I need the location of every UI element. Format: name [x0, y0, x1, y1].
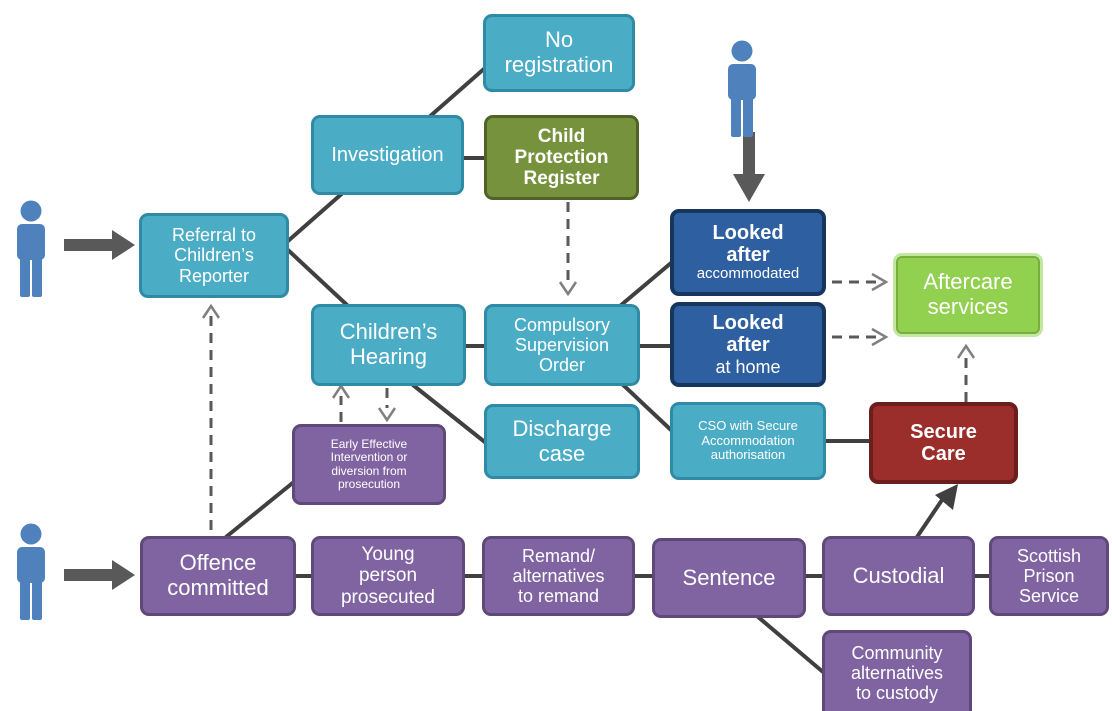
referral-to-childrens-reporter-box: Referral to Children’s Reporter — [139, 213, 289, 298]
aftercare-line-2: services — [927, 294, 1009, 319]
looked-after-sub: accommodated — [696, 265, 800, 283]
looked-after-home-sub: at home — [715, 356, 781, 377]
prosecuted-line-2: person — [358, 565, 418, 587]
referral-line-2: Children’s — [174, 245, 254, 266]
secure-care-arrowhead — [935, 484, 958, 510]
looked-after-title-1: Looked — [712, 221, 784, 244]
person-icon — [728, 40, 756, 137]
scottish-prison-service-box: Scottish Prison Service — [989, 536, 1109, 616]
remand-line-2: alternatives — [512, 565, 605, 586]
cpr-line-1: Child — [537, 125, 586, 147]
cso-line-2: Supervision — [514, 334, 610, 355]
eei-line-4: prosecution — [337, 476, 401, 491]
community-line-3: to custody — [855, 683, 939, 704]
dashed-arrowheads — [201, 272, 976, 423]
sentence-box: Sentence — [652, 538, 806, 618]
looked-after-accommodated-box: Looked after accommodated — [670, 209, 826, 296]
cso-secure-line-1: CSO with Secure — [698, 418, 798, 434]
eei-line-3: diversion from — [331, 463, 407, 478]
investigation-label: Investigation — [331, 143, 444, 166]
referral-line-3: Reporter — [178, 265, 250, 286]
aftercare-line-1: Aftercare — [923, 269, 1013, 295]
no-registration-line-2: registration — [504, 52, 614, 77]
aftercare-services-box: Aftercare services — [893, 253, 1043, 337]
block-arrows — [64, 132, 765, 590]
no-registration-line-1: No — [544, 27, 574, 53]
person-icon — [17, 200, 45, 297]
cpr-line-2: Protection — [514, 146, 609, 168]
referral-line-1: Referral to — [171, 225, 257, 246]
early-effective-intervention-box: Early Effective Intervention or diversio… — [292, 424, 446, 505]
community-line-1: Community — [851, 642, 943, 663]
cso-line-3: Order — [538, 355, 585, 376]
cso-secure-line-3: authorisation — [710, 447, 786, 463]
community-alternatives-box: Community alternatives to custody — [822, 630, 972, 711]
remand-line-1: Remand/ — [521, 545, 596, 566]
eei-line-2: Intervention or — [330, 450, 408, 465]
no-registration-box: No registration — [483, 14, 635, 92]
cso-secure-line-2: Accommodation — [701, 432, 795, 448]
remand-box: Remand/ alternatives to remand — [482, 536, 635, 616]
discharge-case-box: Discharge case — [484, 404, 640, 479]
solid-connectors — [224, 66, 991, 674]
person-figures — [17, 40, 756, 620]
custodial-box: Custodial — [822, 536, 975, 616]
hearing-line-2: Hearing — [349, 344, 428, 369]
custodial-label: Custodial — [852, 562, 945, 588]
dashed-connectors — [209, 202, 968, 530]
cso-secure-accommodation-box: CSO with Secure Accommodation authorisat… — [670, 402, 826, 480]
investigation-box: Investigation — [311, 115, 464, 195]
person-icon — [17, 523, 45, 620]
prison-line-1: Scottish — [1016, 545, 1082, 566]
child-protection-register-box: Child Protection Register — [484, 115, 639, 200]
cpr-line-3: Register — [523, 168, 600, 190]
secure-care-box: Secure Care — [869, 402, 1018, 484]
secure-care-line-1: Secure — [910, 420, 977, 443]
looked-after-title-2: after — [726, 244, 770, 267]
offence-line-1: Offence — [179, 550, 257, 576]
compulsory-supervision-order-box: Compulsory Supervision Order — [484, 304, 640, 386]
remand-line-3: to remand — [517, 586, 600, 607]
childrens-hearing-box: Children’s Hearing — [311, 304, 466, 386]
sentence-label: Sentence — [682, 564, 776, 590]
discharge-line-1: Discharge — [512, 415, 612, 441]
offence-line-2: committed — [167, 575, 269, 600]
prison-line-2: Prison — [1023, 565, 1075, 586]
prison-line-3: Service — [1018, 586, 1080, 607]
prosecuted-line-1: Young — [361, 544, 415, 566]
cso-line-1: Compulsory — [513, 314, 611, 335]
young-person-prosecuted-box: Young person prosecuted — [311, 536, 465, 616]
prosecuted-line-3: prosecuted — [340, 586, 435, 608]
looked-after-home-box: Looked after at home — [670, 302, 826, 387]
offence-committed-box: Offence committed — [140, 536, 296, 616]
discharge-line-2: case — [538, 440, 586, 466]
eei-line-1: Early Effective — [330, 436, 408, 451]
looked-after-home-title-1: Looked — [712, 312, 784, 335]
hearing-line-1: Children’s — [339, 319, 438, 345]
secure-care-line-2: Care — [921, 443, 966, 465]
community-line-2: alternatives — [850, 662, 944, 683]
looked-after-home-title-2: after — [726, 334, 770, 357]
